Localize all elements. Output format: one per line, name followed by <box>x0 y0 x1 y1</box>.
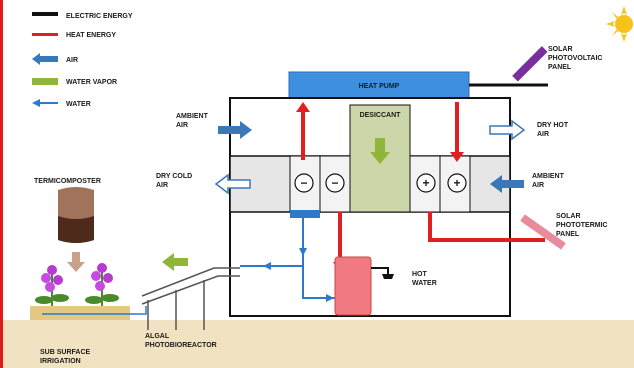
dry-cold-air-out-arrow-icon <box>214 173 251 195</box>
ambient-air-left-label-1: AMBIENT <box>176 113 209 120</box>
solar-pv-panel <box>512 46 548 82</box>
desiccant-label: DESICCANT <box>360 112 402 119</box>
vapor-down-arrow-icon <box>370 138 390 164</box>
vapor-left-arrow-icon <box>162 253 188 271</box>
heating-coil-2 <box>447 173 467 193</box>
compost-down-arrow-icon <box>67 252 85 272</box>
legend-water-arrow-icon <box>32 99 58 107</box>
ambient-air-left-label-2: AIR <box>176 122 188 129</box>
ambient-air-right-label-1: AMBIENT <box>532 173 565 180</box>
hot-water-label-2: WATER <box>412 280 437 287</box>
ambient-air-right-label-2: AIR <box>532 182 544 189</box>
sun-icon <box>606 6 633 42</box>
legend-vapor-swatch <box>32 78 58 85</box>
soil-bed <box>30 306 130 320</box>
solar-thermal-label-1: SOLAR <box>556 213 581 220</box>
solar-thermal-panel <box>520 214 566 250</box>
water-left-arrow-icon <box>263 262 271 270</box>
flower-plant-left <box>35 265 69 306</box>
algal-photobioreactor <box>141 267 240 330</box>
composter-label: TERMICOMPOSTER <box>34 178 101 185</box>
heat-arrows <box>296 102 545 272</box>
cooling-coil-2 <box>325 173 345 193</box>
minus-sign-2: − <box>331 176 338 190</box>
ground-strip <box>0 320 634 368</box>
dry-hot-label-1: DRY HOT <box>537 122 569 129</box>
air-arrows <box>214 119 526 195</box>
subsurface-label-1: SUB SURFACE <box>40 349 91 356</box>
dry-cold-label-1: DRY COLD <box>156 173 192 180</box>
solar-pv-label-2: PHOTOVOLTAIC <box>548 55 602 62</box>
ambient-air-in-right-arrow-icon <box>490 175 524 193</box>
dry-hot-air-out-arrow-icon <box>489 119 526 141</box>
irrigation-line <box>42 306 147 315</box>
dry-cold-label-2: AIR <box>156 182 168 189</box>
composter-bin <box>58 187 94 243</box>
plants <box>30 263 130 320</box>
legend-vapor-label: WATER VAPOR <box>66 79 117 86</box>
hot-water-label-1: HOT <box>412 271 428 278</box>
legend: ELECTRIC ENERGY HEAT ENERGY AIR WATER VA… <box>32 12 133 108</box>
water-down-arrow-icon <box>299 248 307 256</box>
ambient-air-in-left-arrow-icon <box>218 121 252 139</box>
cooling-coil-1 <box>294 173 314 193</box>
plus-sign-2: + <box>453 176 460 190</box>
plus-sign-1: + <box>422 176 429 190</box>
legend-heat-swatch <box>32 33 58 36</box>
legend-heat-label: HEAT ENERGY <box>66 32 116 39</box>
dry-hot-label-2: AIR <box>537 131 549 138</box>
legend-electric-swatch <box>32 12 58 16</box>
solar-pv-label-3: PANEL <box>548 64 572 71</box>
solar-thermal-label-3: PANEL <box>556 231 580 238</box>
heat-pump-label: HEAT PUMP <box>359 83 400 90</box>
shower-head-icon <box>382 274 394 279</box>
water-right-arrow-icon <box>326 294 334 302</box>
subsurface-label-2: IRRIGATION <box>40 358 81 365</box>
minus-sign-1: − <box>300 176 307 190</box>
solar-thermal-label-2: PHOTOTERMIC <box>556 222 608 229</box>
solar-pv-label-1: SOLAR <box>548 46 573 53</box>
shower-pipe <box>371 267 389 274</box>
legend-air-arrow-icon <box>32 53 58 65</box>
algal-label-2: PHOTOBIOREACTOR <box>145 342 217 349</box>
legend-electric-label: ELECTRIC ENERGY <box>66 13 133 20</box>
legend-air-label: AIR <box>66 57 78 64</box>
legend-water-label: WATER <box>66 101 91 108</box>
flower-plant-right <box>85 263 119 306</box>
hot-water-tank <box>334 256 372 316</box>
water-lines <box>240 210 336 299</box>
heating-coil-1 <box>416 173 436 193</box>
algal-label-1: ALGAL <box>145 333 170 340</box>
